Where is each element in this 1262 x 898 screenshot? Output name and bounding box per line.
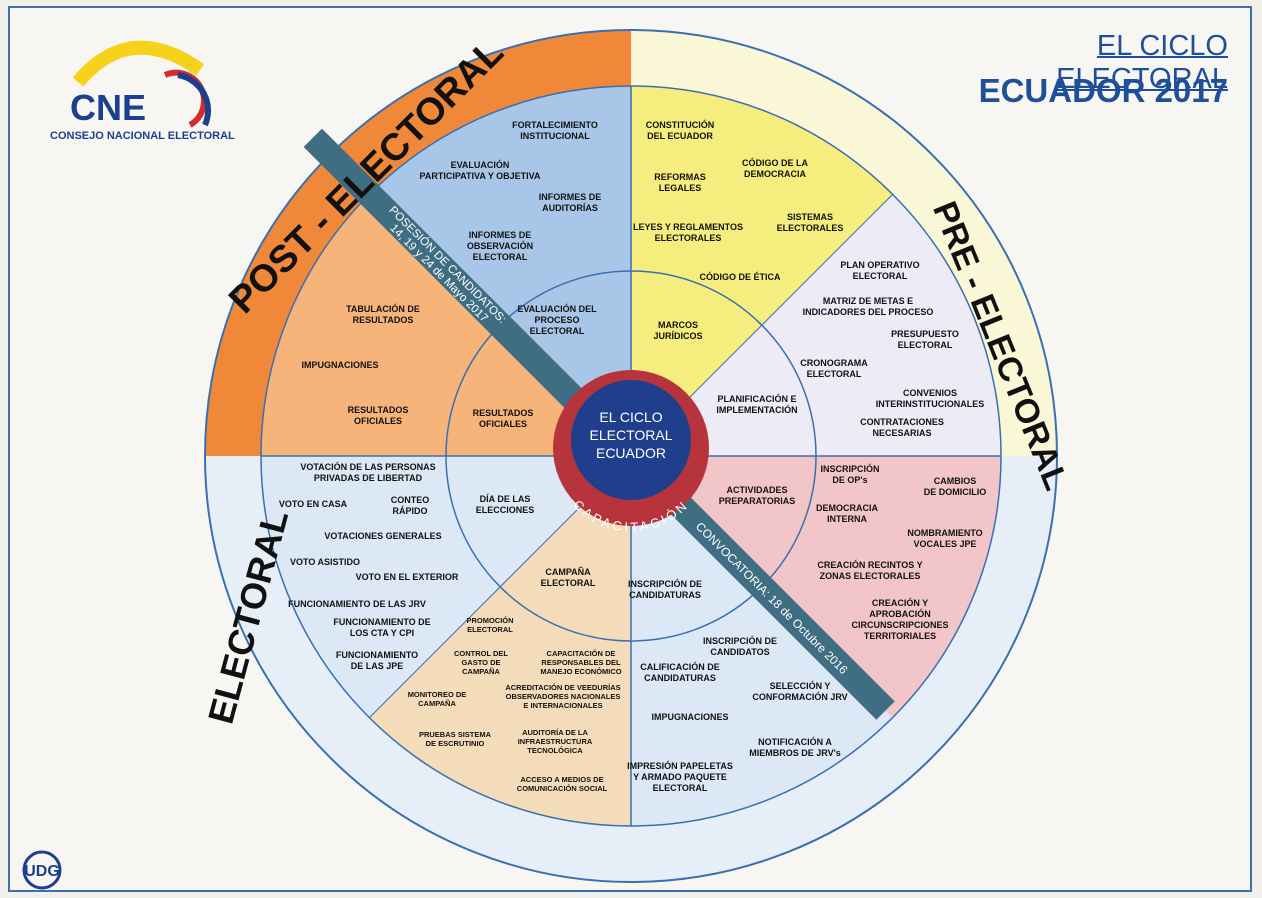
center-circle <box>571 380 691 500</box>
cycle-item-voto-asistido: VOTO ASISTIDO <box>290 557 360 567</box>
sector-pink <box>631 456 1001 718</box>
sector-tan <box>369 456 631 826</box>
sector-orange <box>261 194 631 456</box>
convocatoria-band-bar <box>621 446 895 720</box>
cycle-item-codigo-etica: CÓDIGO DE ÉTICA <box>699 271 781 282</box>
posesion-band-bar <box>303 128 641 466</box>
cycle-item-voto-exterior: VOTO EN EL EXTERIOR <box>356 572 459 582</box>
logo-subtitle: CONSEJO NACIONAL ELECTORAL <box>50 130 235 142</box>
center-line2: ELECTORAL <box>590 427 673 443</box>
title-line1: EL CICLO ELECTORAL <box>1056 30 1228 95</box>
cycle-item-impugnaciones-p: IMPUGNACIONES <box>301 360 378 370</box>
udg-logo: UDG <box>22 850 62 890</box>
cycle-item-votaciones-gen: VOTACIONES GENERALES <box>324 531 441 541</box>
sector-blue-left <box>261 456 631 718</box>
udg-text: UDG <box>24 863 60 880</box>
center-line3: ECUADOR <box>596 445 666 461</box>
sector-blue-top <box>369 86 631 456</box>
logo-wordmark: CNE <box>70 87 146 128</box>
sector-light-blue <box>631 456 893 826</box>
title-line2: ECUADOR 2017 <box>978 72 1228 109</box>
outer-circle <box>204 29 1058 883</box>
cycle-item-func-jrv: FUNCIONAMIENTO DE LAS JRV <box>288 599 426 609</box>
cycle-item-impugnaciones-e: IMPUGNACIONES <box>651 712 728 722</box>
center-line1: EL CICLO <box>599 409 662 425</box>
cne-logo: CNE <box>70 40 212 128</box>
cycle-item-voto-casa: VOTO EN CASA <box>279 499 348 509</box>
sector-yellow <box>631 86 893 456</box>
sector-lavender <box>631 194 1001 456</box>
